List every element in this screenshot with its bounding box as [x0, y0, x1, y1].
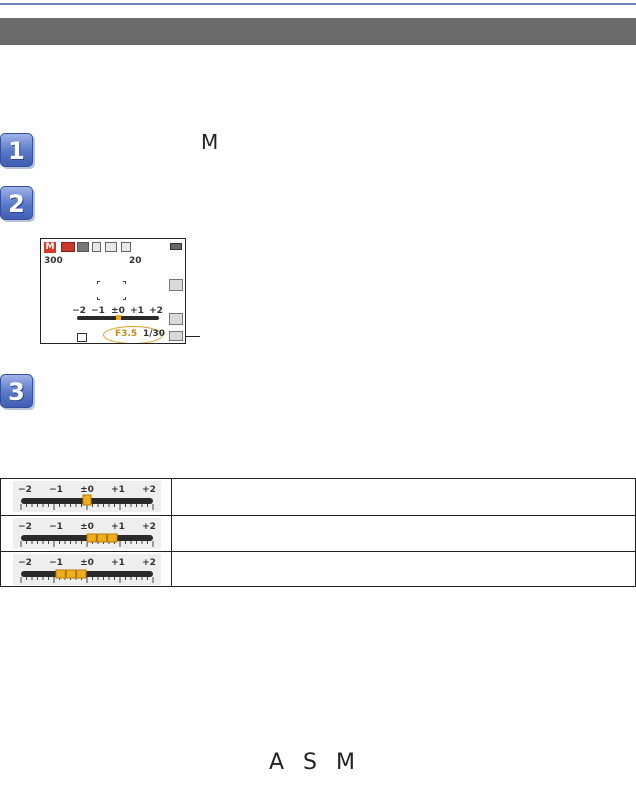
step-3-number: 3 [8, 378, 25, 406]
meter-fill-segment [96, 533, 108, 543]
meter-fill-segment [82, 494, 92, 506]
meter-fill-segment [76, 569, 87, 579]
meter-tick-label: ±0 [80, 485, 94, 495]
exposure-meter-table: −2 −1 ±0 +1 +2 −2 −1 ±0 +1 +2 −2 −1 ±0 +1 +2 [0, 478, 636, 587]
meter-tick-label: +1 [111, 485, 125, 495]
meter-tick-label: +2 [142, 558, 156, 568]
callout-line [186, 336, 200, 337]
table-row: −2 −1 ±0 +1 +2 [1, 479, 635, 515]
table-cell-scale: −2 −1 ±0 +1 +2 [1, 552, 172, 587]
meter-fill-segment [65, 569, 77, 579]
cam-aperture-value: F3.5 [115, 329, 138, 339]
cam-side-icon-2 [169, 313, 183, 325]
meter-tick-label: −1 [49, 522, 63, 532]
cam-grid-icon [92, 242, 101, 252]
cam-metering-icon [77, 333, 87, 342]
top-rule [0, 3, 636, 5]
step-3-badge: 3 [0, 374, 33, 408]
cam-mode-badge: M [44, 242, 56, 253]
cam-size-icon [77, 242, 89, 252]
table-row: −2 −1 ±0 +1 +2 [1, 515, 635, 551]
cam-quality-icon [61, 242, 75, 252]
meter-tick-label: −2 [18, 522, 32, 532]
cam-side-icon-3 [169, 331, 183, 341]
cam-side-icon-1 [169, 279, 183, 291]
meter-tick-label: −2 [18, 558, 32, 568]
cam-meter-tick-label: ±0 [111, 306, 125, 316]
cam-exposure-meter: −2 −1 ±0 +1 +2 [73, 306, 163, 320]
table-row: −2 −1 ±0 +1 +2 [1, 551, 635, 587]
meter-tick-label: +2 [142, 485, 156, 495]
meter-fill-segment [107, 533, 118, 543]
meter-tick-label: ±0 [80, 522, 94, 532]
cam-meter-tick-label: +1 [130, 306, 144, 316]
cam-stabilizer-icon [121, 242, 131, 252]
step-2-badge: 2 [0, 186, 33, 220]
step-2-number: 2 [8, 190, 25, 218]
meter-scale: −2 −1 ±0 +1 +2 [18, 558, 156, 583]
cam-meter-tick-label: +2 [149, 306, 163, 316]
mode-m-symbol: M [201, 130, 219, 154]
meter-tick-label: −2 [18, 485, 32, 495]
section-header-bar [0, 18, 636, 45]
cam-shots-remaining: 300 [44, 256, 63, 266]
cam-meter-tick-label: −1 [91, 306, 105, 316]
meter-tick-label: −1 [49, 485, 63, 495]
meter-fill-segment [86, 533, 97, 543]
af-frame-corner [97, 297, 100, 300]
table-cell-scale: −2 −1 ±0 +1 +2 [1, 516, 172, 551]
meter-scale: −2 −1 ±0 +1 +2 [18, 522, 156, 547]
cam-aperture-shutter-highlight [103, 326, 163, 343]
af-frame-corner [123, 297, 126, 300]
af-frame-corner [97, 281, 100, 284]
cam-meter-indicator [116, 315, 121, 320]
cam-af-icon [105, 242, 117, 252]
cam-meter-tick-label: −2 [73, 306, 86, 316]
table-cell-scale: −2 −1 ±0 +1 +2 [1, 479, 172, 515]
cam-zoom-indicator: 20 [129, 256, 142, 266]
meter-tick-label: +2 [142, 522, 156, 532]
cam-shutter-value: 1/30 [143, 329, 166, 339]
step-1-badge: 1 [0, 133, 33, 167]
camera-screen-illustration: M 300 20 −2 −1 ±0 +1 +2 F3.5 1/30 [40, 238, 186, 344]
meter-tick-label: ±0 [80, 558, 94, 568]
footer-mode-symbols: A S M [269, 750, 361, 775]
cam-battery-icon [170, 243, 182, 250]
meter-tick-label: +1 [111, 558, 125, 568]
meter-tick-label: +1 [111, 522, 125, 532]
meter-tick-label: −1 [49, 558, 63, 568]
meter-fill-segment [55, 569, 66, 579]
step-1-number: 1 [8, 137, 25, 165]
meter-scale: −2 −1 ±0 +1 +2 [18, 485, 156, 510]
meter-bar [21, 571, 153, 577]
af-frame-corner [123, 281, 126, 284]
